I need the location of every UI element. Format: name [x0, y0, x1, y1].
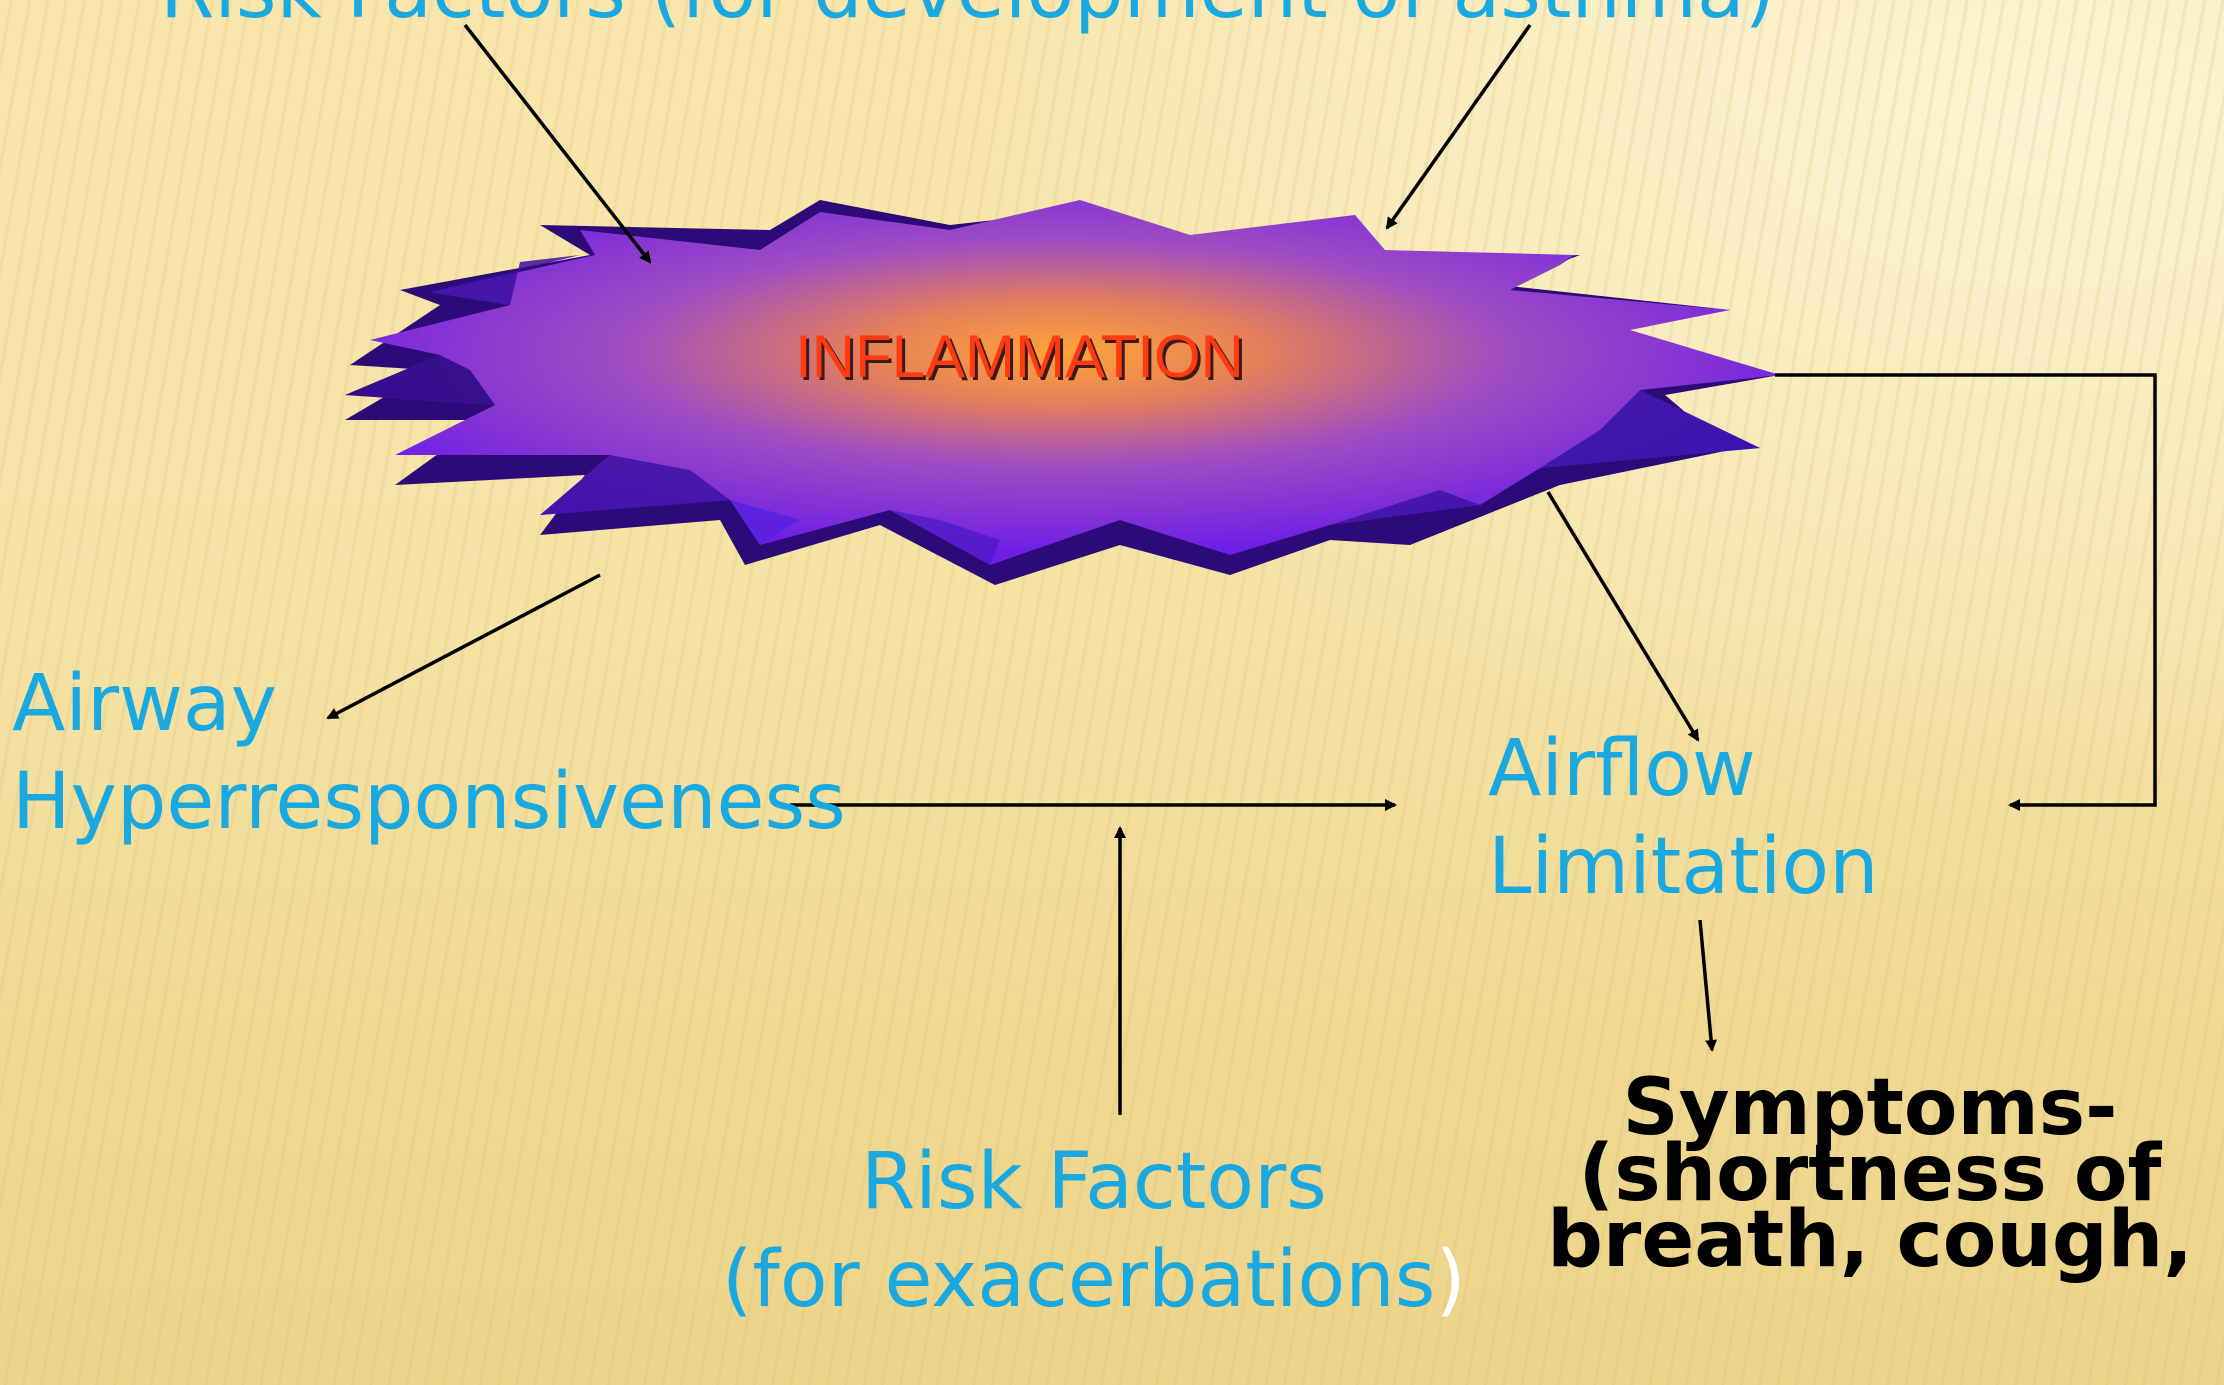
arrow-risk-left-to-inflammation — [463, 23, 652, 264]
arrow-airflow-to-symptoms — [1698, 919, 1718, 1052]
airflow-line-1: Airflow — [1488, 724, 1756, 814]
inflammation-label: INFLAMMATION — [795, 323, 1244, 390]
risk-factors-development-label: Risk Factors (for development of asthma) — [160, 0, 1775, 40]
symptoms-label: Symptoms- (shortness of breath, cough, — [1520, 1063, 2220, 1285]
airway-line-1: Airway — [12, 659, 277, 749]
arrows — [326, 23, 2157, 1115]
symptoms-line-2: (shortness of — [1578, 1129, 2162, 1219]
risk-factors-development-text: Risk Factors (for development of asthma) — [160, 0, 1775, 40]
risk-ex-line-2-close: ) — [1435, 1235, 1466, 1325]
symptoms-line-1: Symptoms- — [1622, 1063, 2118, 1153]
burst-face — [345, 200, 1780, 565]
risk-ex-line-2-text: (for exacerbations — [722, 1235, 1436, 1325]
risk-ex-line-2: (for exacerbations) — [722, 1231, 1466, 1329]
airway-hyperresponsiveness-label: Airway Hyperresponsiveness — [12, 655, 846, 851]
inflammation-burst — [345, 200, 1780, 585]
arrow-inflammation-to-airway — [326, 573, 601, 720]
symptoms-line-3: breath, cough, — [1547, 1195, 2193, 1285]
arrow-inflammation-loop-to-airflow — [1775, 373, 2157, 811]
arrow-inflammation-to-airflow — [1546, 491, 1700, 742]
risk-factors-exacerbations-label: Risk Factors (for exacerbations) — [722, 1133, 1466, 1329]
airflow-limitation-label: Airflow Limitation — [1488, 720, 1879, 916]
arrow-risk-right-to-inflammation — [1385, 23, 1532, 230]
airflow-line-2: Limitation — [1488, 822, 1879, 912]
risk-ex-line-1: Risk Factors — [860, 1137, 1327, 1227]
airway-line-2: Hyperresponsiveness — [12, 757, 846, 847]
